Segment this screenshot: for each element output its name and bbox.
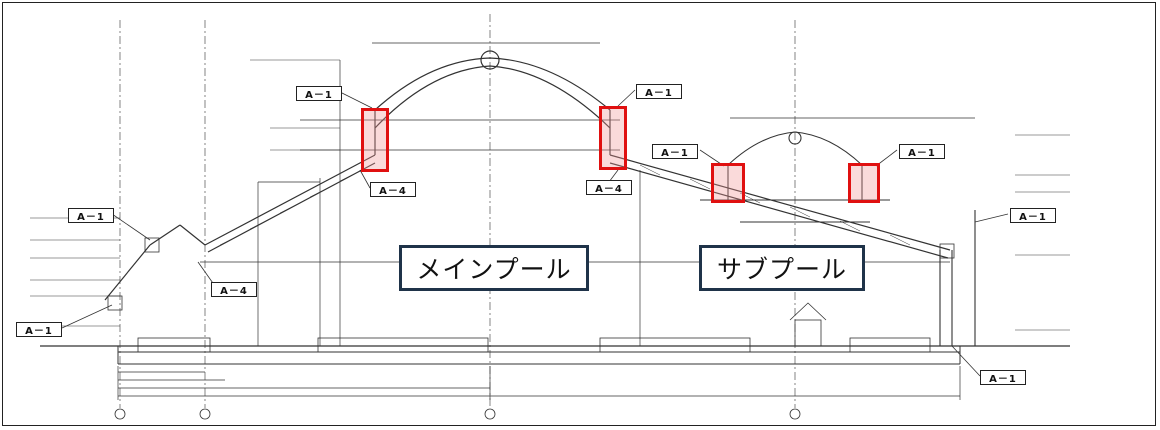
section-tag-a4: A－4 [586,180,632,195]
main-pool-right-highlight [599,106,627,170]
section-tag-a1: A－1 [1010,208,1056,223]
main-pool-frame [200,60,950,346]
section-tag-a1: A－1 [296,86,342,101]
section-tag-a1: A－1 [636,84,682,99]
main-pool-left-highlight [361,108,389,172]
sub-pool-left-highlight [711,163,745,203]
sub-pool-right-highlight [848,163,880,203]
section-tag-a1: A－1 [899,144,945,159]
section-tag-a1: A－1 [980,370,1026,385]
section-tag-a4: A－4 [370,182,416,197]
level-markers-left [30,59,1070,347]
grid-axes [119,14,796,408]
pool-pits [137,337,931,353]
dimension-lines [117,42,975,400]
floor-slab [40,345,1070,365]
leader-lines [61,89,1009,377]
section-tag-a4: A－4 [211,282,257,297]
axis-bubbles [114,408,801,420]
section-tag-a1: A－1 [68,208,114,223]
roof-truss-right [639,164,911,246]
roof-truss-left [219,170,361,246]
lean-to [789,302,827,347]
main-pool-label: メインプール [399,245,589,291]
left-wall-boxes [107,237,955,311]
section-tag-a1: A－1 [16,322,62,337]
section-tag-a1: A－1 [652,144,698,159]
sub-pool-label: サブプール [699,245,865,291]
